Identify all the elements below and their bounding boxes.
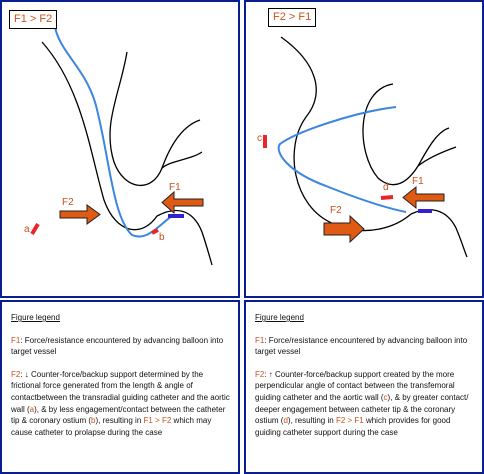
- right-f2-label: F2: [330, 205, 342, 216]
- right-legend: Figure legend F1: Force/resistance encou…: [255, 312, 477, 449]
- left-label-a: a: [24, 224, 30, 235]
- right-comparison-box: F2 > F1: [268, 8, 317, 27]
- right-diagram: [263, 36, 468, 258]
- right-legend-f1: F1: Force/resistance encountered by adva…: [255, 335, 468, 357]
- right-label-d: d: [383, 182, 389, 193]
- left-aortic-wall-inner: [109, 51, 201, 186]
- left-legend-title: Figure legend: [11, 313, 60, 322]
- left-catheter: [54, 26, 173, 238]
- left-contact-marker-b: [151, 228, 159, 235]
- left-legend: Figure legend F1: Force/resistance encou…: [11, 312, 233, 449]
- left-legend-panel: Figure legend F1: Force/resistance encou…: [0, 300, 240, 474]
- left-f1-label: F1: [169, 182, 181, 193]
- left-vessel-lower: [156, 209, 213, 266]
- left-f2-arrow: [59, 204, 101, 225]
- left-diagram-panel: F1 > F2 F1 F2 a b: [0, 0, 240, 298]
- left-contact-marker-a: [30, 222, 40, 236]
- left-f2-label: F2: [62, 197, 74, 208]
- right-legend-title: Figure legend: [255, 313, 304, 322]
- right-coronary-upper: [417, 146, 457, 167]
- left-aortic-wall-outer: [41, 41, 158, 231]
- right-diagram-panel: F2 > F1 F1 F2 c d: [244, 0, 484, 298]
- left-comparison-box: F1 > F2: [9, 10, 58, 29]
- right-legend-panel: Figure legend F1: Force/resistance encou…: [244, 300, 484, 474]
- right-f2-arrow: [323, 214, 365, 244]
- right-legend-f2: F2: ↑ Counter-force/backup support creat…: [255, 369, 469, 437]
- right-vessel-lower: [410, 208, 468, 258]
- right-contact-marker-d: [380, 195, 394, 200]
- right-catheter: [277, 106, 407, 213]
- right-label-c: c: [257, 133, 262, 144]
- left-label-b: b: [159, 232, 165, 243]
- right-aortic-wall-inner: [362, 83, 450, 186]
- left-f1-arrow: [161, 190, 204, 215]
- left-diagram: [30, 26, 213, 266]
- left-coronary-upper: [161, 151, 203, 169]
- left-legend-f2: F2: ↓ Counter-force/backup support deter…: [11, 369, 230, 437]
- right-f1-label: F1: [412, 176, 424, 187]
- left-legend-f1: F1: Force/resistance encountered by adva…: [11, 335, 224, 357]
- right-f1-arrow: [402, 185, 445, 210]
